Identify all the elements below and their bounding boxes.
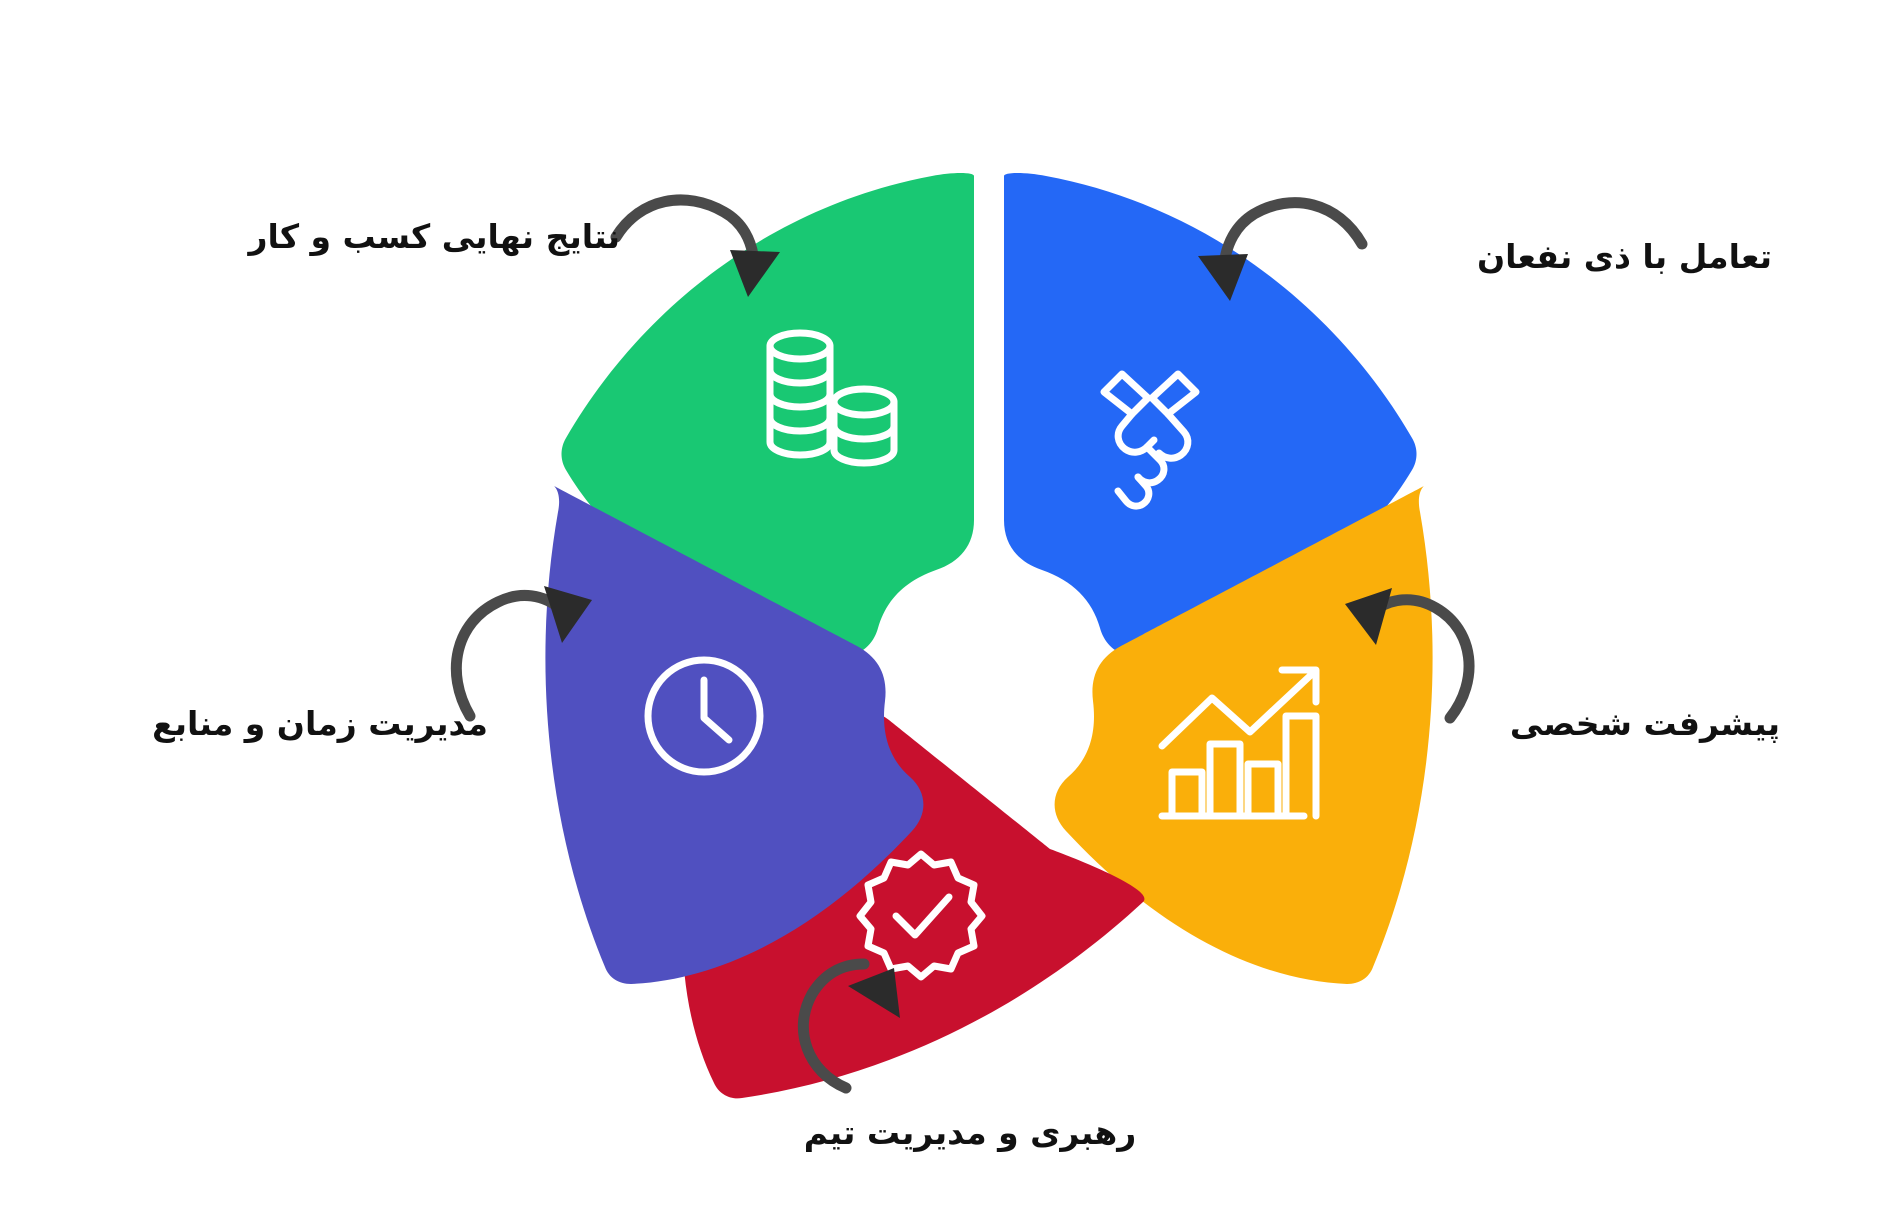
segment-label-stakeholders: تعامل با ذی نفعان: [1476, 237, 1772, 276]
verified-badge-icon: [856, 850, 986, 981]
segment-label-leadership: رهبری و مدیریت تیم: [803, 1113, 1137, 1152]
segment-results[interactable]: [561, 173, 975, 657]
segment-time[interactable]: [545, 486, 924, 984]
connector-arrow-time: [450, 586, 592, 722]
connector-arrow-stakeholders: [1198, 197, 1368, 301]
connector-arrow-growth: [1345, 588, 1475, 724]
stacked-coins-icon: [766, 329, 898, 467]
segment-label-time: مدیریت زمان و منابع: [152, 704, 488, 743]
segment-growth-shape[interactable]: [1054, 486, 1433, 984]
segment-label-results: نتایج نهایی کسب و کار: [248, 217, 620, 256]
handshake-icon: [1100, 370, 1200, 510]
segment-stakeholders-shape[interactable]: [1004, 173, 1417, 657]
segment-stakeholders[interactable]: [1004, 173, 1417, 657]
growth-bar-chart-icon: [1158, 666, 1320, 820]
connector-arrow-results: [610, 194, 780, 297]
segment-growth[interactable]: [1054, 486, 1433, 984]
segment-label-growth: پیشرفت شخصی: [1509, 704, 1780, 743]
segment-time-shape[interactable]: [545, 486, 924, 984]
connector-arrow-leadership: [797, 958, 900, 1094]
clock-icon: [644, 656, 764, 776]
